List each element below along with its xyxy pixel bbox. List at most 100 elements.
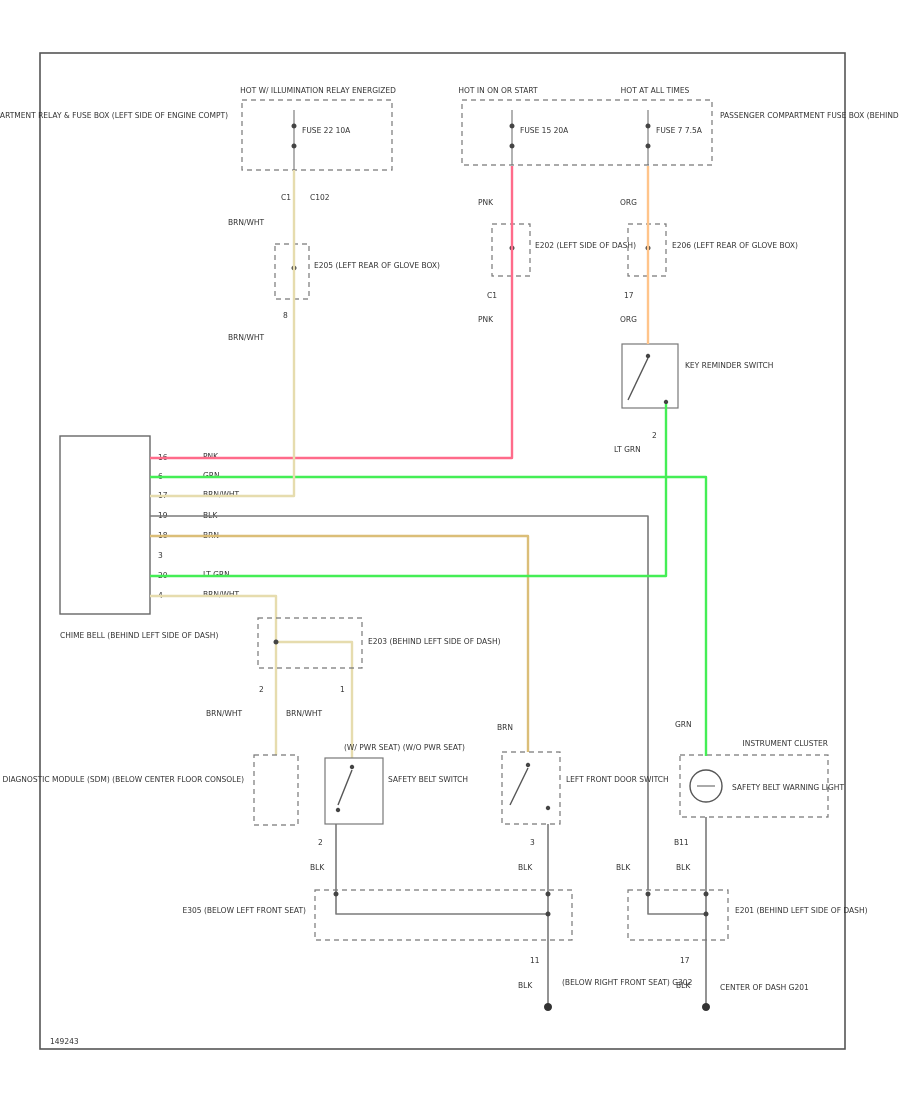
chime-bell-box [59, 435, 151, 615]
wire-label-blk-5: BLK [676, 863, 691, 872]
wire-grn [150, 475, 708, 756]
wire-label-grn-2: GRN [675, 720, 692, 729]
fuse-7-label: FUSE 7 7.5A [656, 126, 703, 135]
fuse-15-terminal-bottom [509, 143, 515, 149]
chime-pin-3: 3 [158, 551, 163, 560]
fuse-22-terminal-top [291, 123, 297, 129]
splice-e203-label: E203 (BEHIND LEFT SIDE OF DASH) [368, 637, 501, 646]
wire-label-lt-grn-2: LT GRN [203, 570, 230, 579]
pin-b11-label: B11 [674, 838, 689, 847]
warning-lamp-bulb [689, 769, 723, 803]
source-label-illum: HOT W/ ILLUMINATION RELAY ENERGIZED [240, 86, 396, 95]
wire-label-blk-4: BLK [616, 863, 631, 872]
wire-label-brn-wht-2: BRN/WHT [228, 333, 265, 342]
ground-g201-symbol [702, 1003, 710, 1011]
key-reminder-switch-pivot [645, 353, 651, 359]
pin-3-label: 3 [530, 838, 535, 847]
ground-g201-label: CENTER OF DASH G201 [720, 983, 809, 992]
wire-group [150, 166, 708, 1007]
splice-e201-outline [627, 889, 729, 941]
splice-e305-label: E305 (BELOW LEFT FRONT SEAT) [183, 906, 307, 915]
wire-blk-chime [150, 515, 649, 890]
door-switch-blade [509, 767, 529, 806]
wire-pnk [150, 166, 514, 460]
safety-belt-switch-pivot [349, 764, 355, 770]
splice-e305-node-mid [545, 911, 551, 917]
wire-label-brn-wht-6: BRN/WHT [286, 709, 323, 718]
warning-lamp-label: SAFETY BELT WARNING LIGHT [732, 783, 844, 792]
passenger-fuse-box-label: PASSENGER COMPARTMENT FUSE BOX (BEHIND L… [720, 111, 900, 120]
wire-label-blk-7: BLK [676, 981, 691, 990]
chime-bell-label: CHIME BELL (BEHIND LEFT SIDE OF DASH) [60, 631, 218, 640]
connector-c102-label: C102 [310, 193, 330, 202]
splice-e203-node [273, 639, 279, 645]
wire-blk-seat-switch [335, 824, 548, 915]
pin-2-key-label: 2 [652, 431, 657, 440]
safety-belt-switch-box [324, 757, 384, 825]
wire-brn-wht-seat [276, 640, 354, 758]
splice-e205-outline [274, 243, 310, 300]
pin-c1-label: C1 [487, 291, 497, 300]
pin-2-switch-label: 2 [318, 838, 323, 847]
figure-number: 149243 [50, 1037, 79, 1046]
fuse-22-terminal-bottom [291, 143, 297, 149]
passenger-fuse-box-outline [461, 99, 713, 166]
safety-belt-switch-blade [337, 769, 353, 806]
key-reminder-switch-contact [663, 399, 669, 405]
wire-label-blk-2: BLK [310, 863, 325, 872]
wire-lt-grn [150, 404, 668, 578]
wire-label-blk-6: BLK [518, 981, 533, 990]
wire-label-pnk-1: PNK [478, 198, 494, 207]
source-label-run: HOT IN ON OR START [458, 86, 538, 95]
sdm-outline [253, 754, 299, 826]
safety-belt-switch-contact [335, 807, 341, 813]
engine-fuse-box-outline [241, 99, 393, 171]
wire-blk-chime-splice [647, 894, 706, 915]
door-switch-label: LEFT FRONT DOOR SWITCH [566, 775, 669, 784]
wire-label-blk-3: BLK [518, 863, 533, 872]
wire-label-org-2: ORG [620, 315, 637, 324]
fuse-22-label: FUSE 22 10A [302, 126, 351, 135]
wire-label-brn-wht-4: BRN/WHT [203, 590, 240, 599]
wire-brn-wht-top [150, 170, 296, 498]
wire-label-brn-2: BRN [497, 723, 513, 732]
seat-variant-label: (W/ PWR SEAT) (W/O PWR SEAT) [344, 743, 465, 752]
fuse-7-terminal-bottom [645, 143, 651, 149]
pin-1-seat-label: 1 [340, 685, 345, 694]
engine-fuse-box-label: ENGINE COMPARTMENT RELAY & FUSE BOX (LEF… [0, 111, 228, 120]
wire-brn-door [150, 534, 530, 752]
wire-label-pnk-3: PNK [203, 452, 219, 461]
instrument-cluster-outline [679, 754, 829, 818]
fuse-15-terminal-top [509, 123, 515, 129]
splice-e305-outline [314, 889, 573, 941]
wire-label-brn-wht-5: BRN/WHT [206, 709, 243, 718]
wire-label-brn-wht-3: BRN/WHT [203, 490, 240, 499]
key-reminder-switch-blade [627, 357, 649, 401]
fuse-7-terminal-top [645, 123, 651, 129]
splice-e305-node-right [545, 891, 551, 897]
source-label-all-times: HOT AT ALL TIMES [621, 86, 690, 95]
splice-e205-label: E205 (LEFT REAR OF GLOVE BOX) [314, 261, 440, 270]
door-switch-pivot [525, 762, 531, 768]
pin-17-ground-label: 17 [680, 956, 690, 965]
wire-label-pnk-2: PNK [478, 315, 494, 324]
fuse-15-label: FUSE 15 20A [520, 126, 569, 135]
splice-e206-label: E206 (LEFT REAR OF GLOVE BOX) [672, 241, 798, 250]
key-reminder-switch-box [621, 343, 679, 409]
wire-brn-wht-bottom [150, 594, 278, 755]
splice-e203-outline [257, 617, 363, 669]
door-switch-outline [501, 751, 561, 825]
wire-label-grn-1: GRN [203, 471, 220, 480]
wire-label-org-1: ORG [620, 198, 637, 207]
key-reminder-switch-label: KEY REMINDER SWITCH [685, 361, 773, 370]
instrument-cluster-label: INSTRUMENT CLUSTER [743, 739, 828, 748]
ground-g302-symbol [544, 1003, 552, 1011]
pin-8-label: 8 [283, 311, 288, 320]
connector-c1-label: C1 [281, 193, 291, 202]
splice-e201-node-left [645, 891, 651, 897]
splice-e201-node-right [703, 891, 709, 897]
wire-label-lt-grn-1: LT GRN [614, 445, 641, 454]
pin-2-sdm-label: 2 [259, 685, 264, 694]
